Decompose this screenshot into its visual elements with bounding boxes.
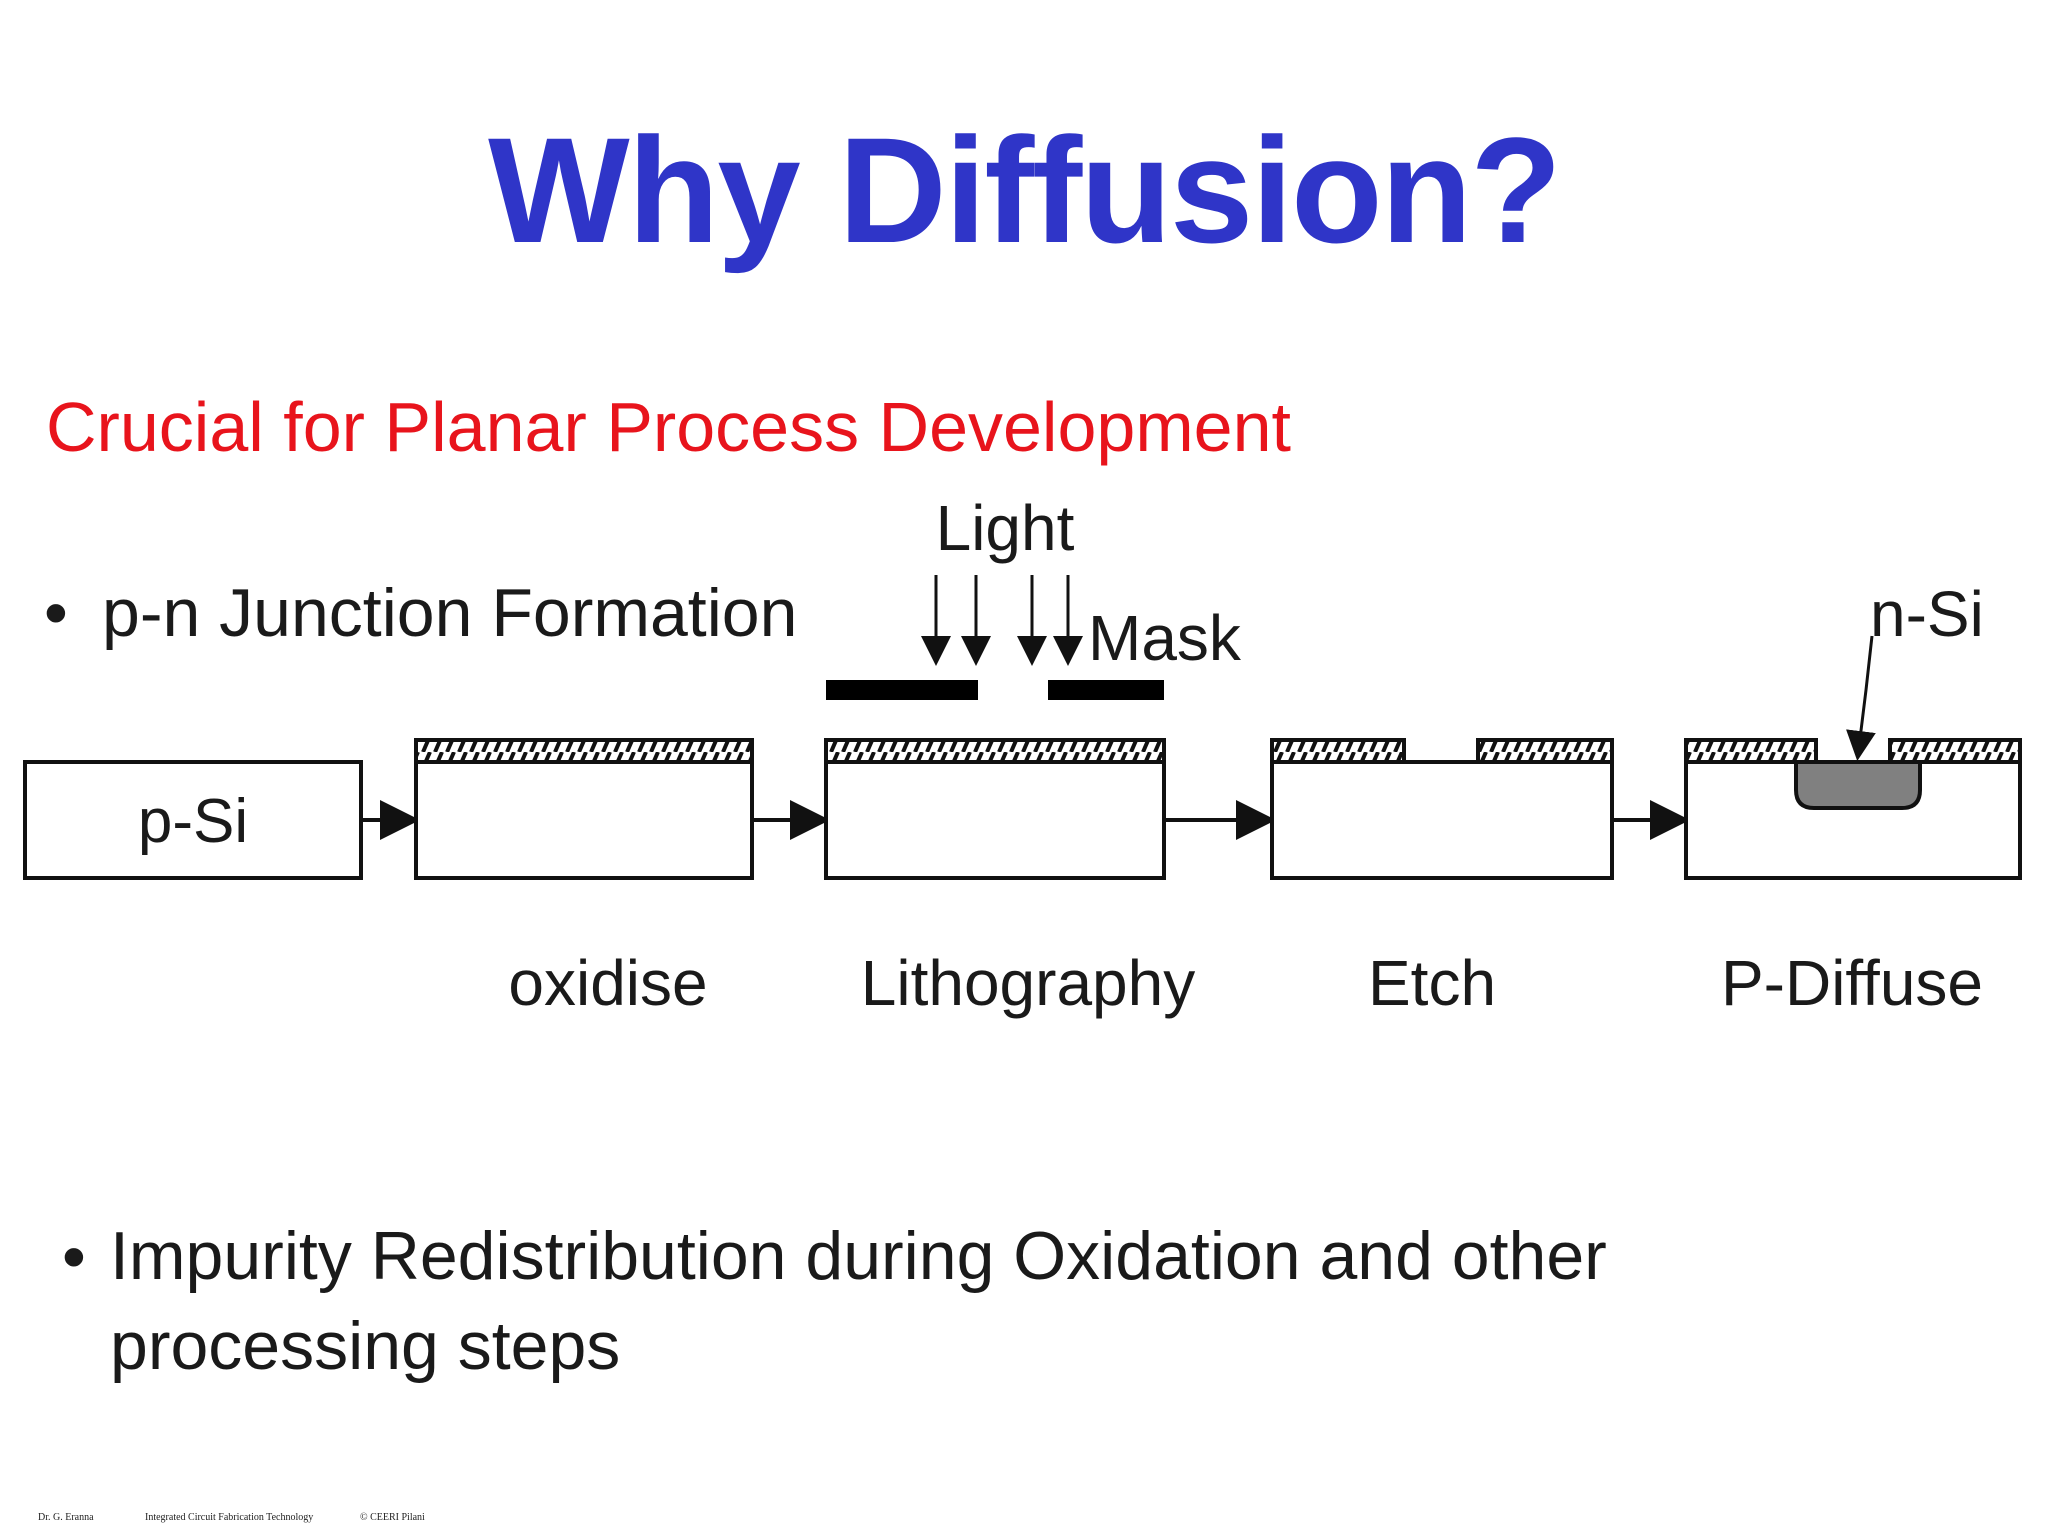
stage-lithography: Light Mask Lithography <box>824 492 1242 1019</box>
bullet-text-line-2: processing steps <box>110 1307 621 1384</box>
oxide-segment-left <box>1684 738 1818 764</box>
footer-course: Integrated Circuit Fabrication Technolog… <box>145 1512 314 1523</box>
mask-bar-left <box>826 680 978 700</box>
n-si-pointer <box>1846 635 1876 761</box>
step-label-etch: Etch <box>1368 947 1496 1019</box>
bullet-marker: • <box>62 1219 86 1295</box>
slide-title: Why Diffusion? <box>488 106 1562 274</box>
footer-copyright: © CEERI Pilani <box>360 1512 425 1523</box>
mask-bar-right <box>1048 680 1164 700</box>
substrate-label: p-Si <box>138 787 248 856</box>
stage-oxidise: oxidise <box>414 738 754 1019</box>
bullet-text-line-1: Impurity Redistribution during Oxidation… <box>110 1218 1607 1294</box>
bullet-text: p-n Junction Formation <box>102 575 798 651</box>
step-label-p-diffuse: P-Diffuse <box>1721 947 1983 1019</box>
wafer-block <box>414 760 754 880</box>
wafer-block <box>1270 760 1614 880</box>
stage-substrate: p-Si <box>23 760 363 880</box>
wafer-block <box>824 760 1166 880</box>
oxide-segment-left <box>1270 738 1406 764</box>
step-label-lithography: Lithography <box>861 947 1195 1019</box>
footer-author: Dr. G. Eranna <box>38 1512 94 1523</box>
slide-subtitle: Crucial for Planar Process Development <box>46 388 1291 466</box>
oxide-layer <box>414 738 754 764</box>
step-label-oxidise: oxidise <box>508 947 707 1019</box>
diffused-n-region <box>1794 760 1922 810</box>
stage-p-diffuse: n-Si P-Diffuse <box>1684 578 2022 1019</box>
oxide-layer <box>824 738 1166 764</box>
oxide-segment-right <box>1476 738 1614 764</box>
oxide-segment-right <box>1888 738 2022 764</box>
bullet-marker: • <box>44 575 68 651</box>
mask-label: Mask <box>1088 602 1242 674</box>
light-label: Light <box>936 492 1075 564</box>
bullet-text-wrapped: Impurity Redistribution during Oxidation… <box>110 1212 1607 1392</box>
n-si-label: n-Si <box>1870 578 1984 650</box>
stage-etch: Etch <box>1270 738 1614 1019</box>
